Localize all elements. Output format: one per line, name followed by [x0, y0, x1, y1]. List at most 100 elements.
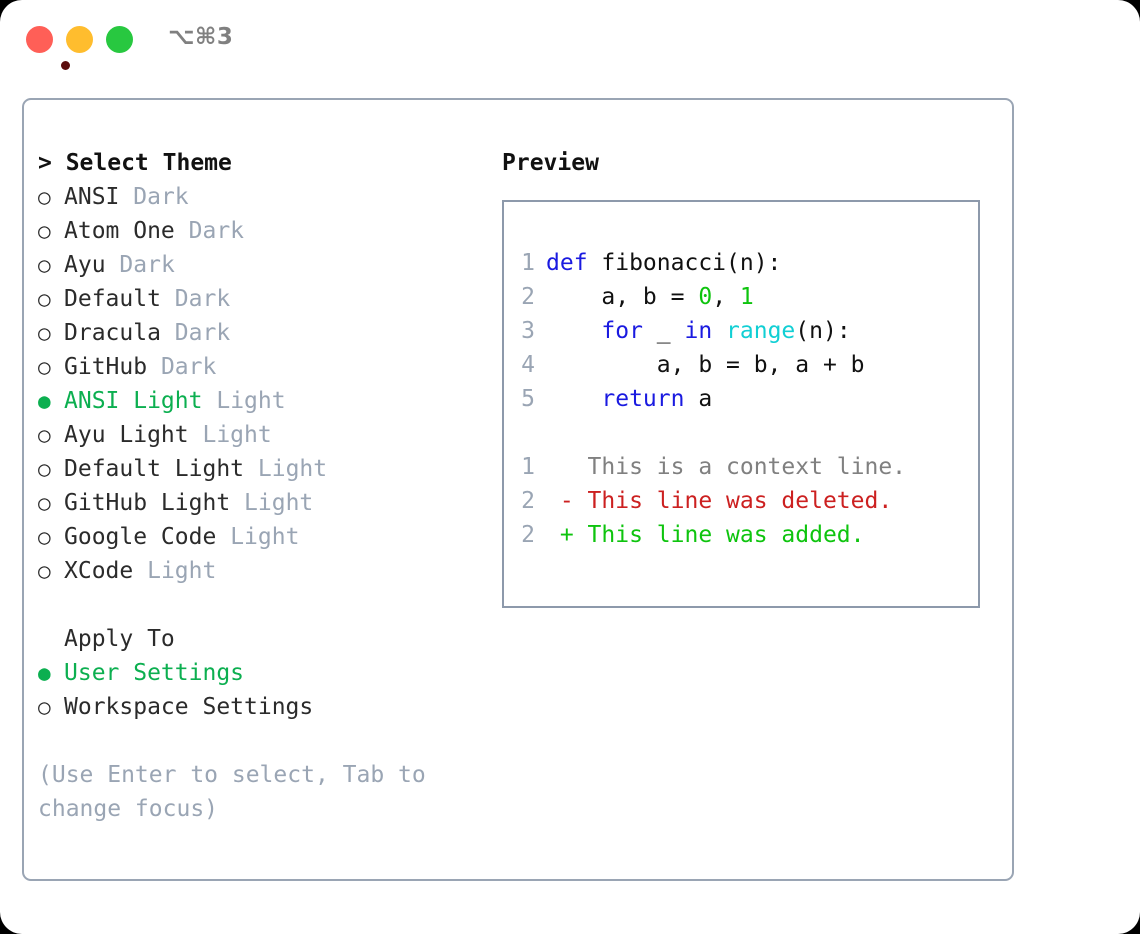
- code-token-num: 0: [698, 284, 713, 310]
- theme-option-variant: Dark: [174, 320, 231, 346]
- theme-option-default-light[interactable]: ○ Default Light Light: [38, 452, 498, 486]
- line-number: 5: [521, 386, 535, 412]
- diff-sample: 1 This is a context line.2 - This line w…: [504, 450, 978, 552]
- radio-unselected-icon: ○: [38, 559, 51, 583]
- apply-to-list: ● User Settings ○Workspace Settings: [38, 656, 498, 724]
- theme-option-label: ANSI: [64, 184, 120, 210]
- code-line: 4 a, b = b, a + b: [504, 348, 978, 382]
- theme-option-label: Default Light: [64, 456, 245, 482]
- code-token-kw: for: [601, 318, 643, 344]
- code-token-id: a, b =: [546, 284, 699, 310]
- code-line-text: a, b = b, a + b: [546, 348, 865, 382]
- close-window-button[interactable]: [26, 26, 70, 70]
- theme-option-label: GitHub: [64, 354, 148, 380]
- line-number: 4: [521, 352, 535, 378]
- radio-unselected-icon: ○: [38, 525, 51, 549]
- apply-to-option-label: Workspace Settings: [64, 694, 314, 720]
- radio-unselected-icon: ○: [38, 423, 51, 447]
- line-number: 1: [521, 454, 535, 480]
- radio-unselected-icon: ○: [38, 355, 51, 379]
- radio-unselected-icon: ○: [38, 287, 51, 311]
- code-token-fn: range: [726, 318, 796, 344]
- theme-option-github[interactable]: ○ GitHub Dark: [38, 350, 498, 384]
- code-token-id: (n):: [795, 318, 851, 344]
- radio-selected-icon: ●: [38, 661, 51, 685]
- theme-option-variant: Dark: [133, 184, 189, 210]
- theme-option-atom-one[interactable]: ○ Atom One Dark: [38, 214, 498, 248]
- code-token-kw: return: [601, 386, 685, 412]
- line-number: 1: [521, 250, 535, 276]
- theme-option-variant: Light: [202, 422, 272, 448]
- preview-box: 1 def fibonacci(n): 2 a, b = 0, 1 3 for _ i…: [502, 200, 980, 608]
- maximize-window-button[interactable]: [106, 26, 133, 53]
- line-number: 2: [521, 522, 535, 548]
- code-line: 5 return a: [504, 382, 978, 416]
- theme-option-variant: Light: [257, 456, 328, 482]
- radio-selected-icon: ●: [38, 389, 51, 413]
- code-sample: 1 def fibonacci(n): 2 a, b = 0, 1 3 for _ i…: [504, 246, 978, 416]
- theme-option-label: Atom One: [64, 218, 175, 244]
- code-token-kw: in: [684, 318, 713, 344]
- code-token-num: 1: [739, 284, 754, 310]
- diff-line-text: + This line was added.: [546, 522, 865, 548]
- line-number: 3: [521, 318, 535, 344]
- line-number: 2: [521, 488, 535, 514]
- diff-line-context: 1 This is a context line.: [504, 450, 978, 484]
- theme-option-label: XCode: [64, 558, 134, 584]
- apply-to-option-label: User Settings: [64, 660, 245, 686]
- theme-option-label: Ayu Light: [64, 422, 189, 448]
- radio-unselected-icon: ○: [38, 219, 51, 243]
- theme-option-label: GitHub Light: [64, 490, 231, 516]
- code-diff-spacer: [504, 416, 978, 450]
- theme-option-label: Default: [64, 286, 161, 312]
- code-token-id: [546, 318, 601, 344]
- code-token-id: _: [642, 318, 685, 344]
- theme-option-variant: Dark: [160, 354, 217, 380]
- minimize-window-button[interactable]: [66, 26, 93, 53]
- diff-line-text: - This line was deleted.: [546, 488, 893, 514]
- radio-unselected-icon: ○: [38, 253, 51, 277]
- code-line: 3 for _ in range(n):: [504, 314, 978, 348]
- diff-line-del: 2 - This line was deleted.: [504, 484, 978, 518]
- code-line-text: def fibonacci(n):: [546, 246, 781, 280]
- radio-unselected-icon: ○: [38, 457, 51, 481]
- line-number: 2: [521, 284, 535, 310]
- recording-indicator-dot: [61, 61, 70, 70]
- apply-to-option-user-settings[interactable]: ● User Settings: [38, 656, 498, 690]
- code-line: 1 def fibonacci(n):: [504, 246, 978, 280]
- radio-unselected-icon: ○: [38, 321, 51, 345]
- code-token-id: ,: [712, 284, 740, 310]
- radio-unselected-icon: ○: [38, 491, 51, 515]
- radio-unselected-icon: ○: [38, 185, 51, 209]
- code-token-id: a: [684, 386, 713, 412]
- theme-option-ansi[interactable]: ○ ANSI Dark: [38, 180, 498, 214]
- theme-option-default[interactable]: ○ Default Dark: [38, 282, 498, 316]
- diff-line-add: 2 + This line was added.: [504, 518, 978, 552]
- theme-option-dracula[interactable]: ○ Dracula Dark: [38, 316, 498, 350]
- theme-option-label: Google Code: [64, 524, 217, 550]
- theme-option-variant: Light: [216, 388, 286, 414]
- apply-to-option-workspace-settings[interactable]: ○Workspace Settings: [38, 690, 498, 724]
- keyboard-shortcut-label: ⌥⌘3: [168, 24, 234, 50]
- theme-option-label: Dracula: [64, 320, 161, 346]
- theme-option-variant: Dark: [119, 252, 175, 278]
- code-token-id: a, b = b, a + b: [546, 352, 865, 378]
- theme-option-variant: Dark: [174, 286, 231, 312]
- code-token-id: fibonacci(n):: [587, 250, 782, 276]
- select-theme-header: > Select Theme: [38, 150, 232, 176]
- theme-option-variant: Dark: [188, 218, 245, 244]
- title-bar: ⌥⌘3: [0, 0, 1140, 78]
- code-line-text: for _ in range(n):: [546, 314, 851, 348]
- keyboard-hint-text: (Use Enter to select, Tab to change focu…: [38, 762, 426, 822]
- theme-option-ayu-light[interactable]: ○ Ayu Light Light: [38, 418, 498, 452]
- apply-to-title: Apply To: [64, 626, 175, 652]
